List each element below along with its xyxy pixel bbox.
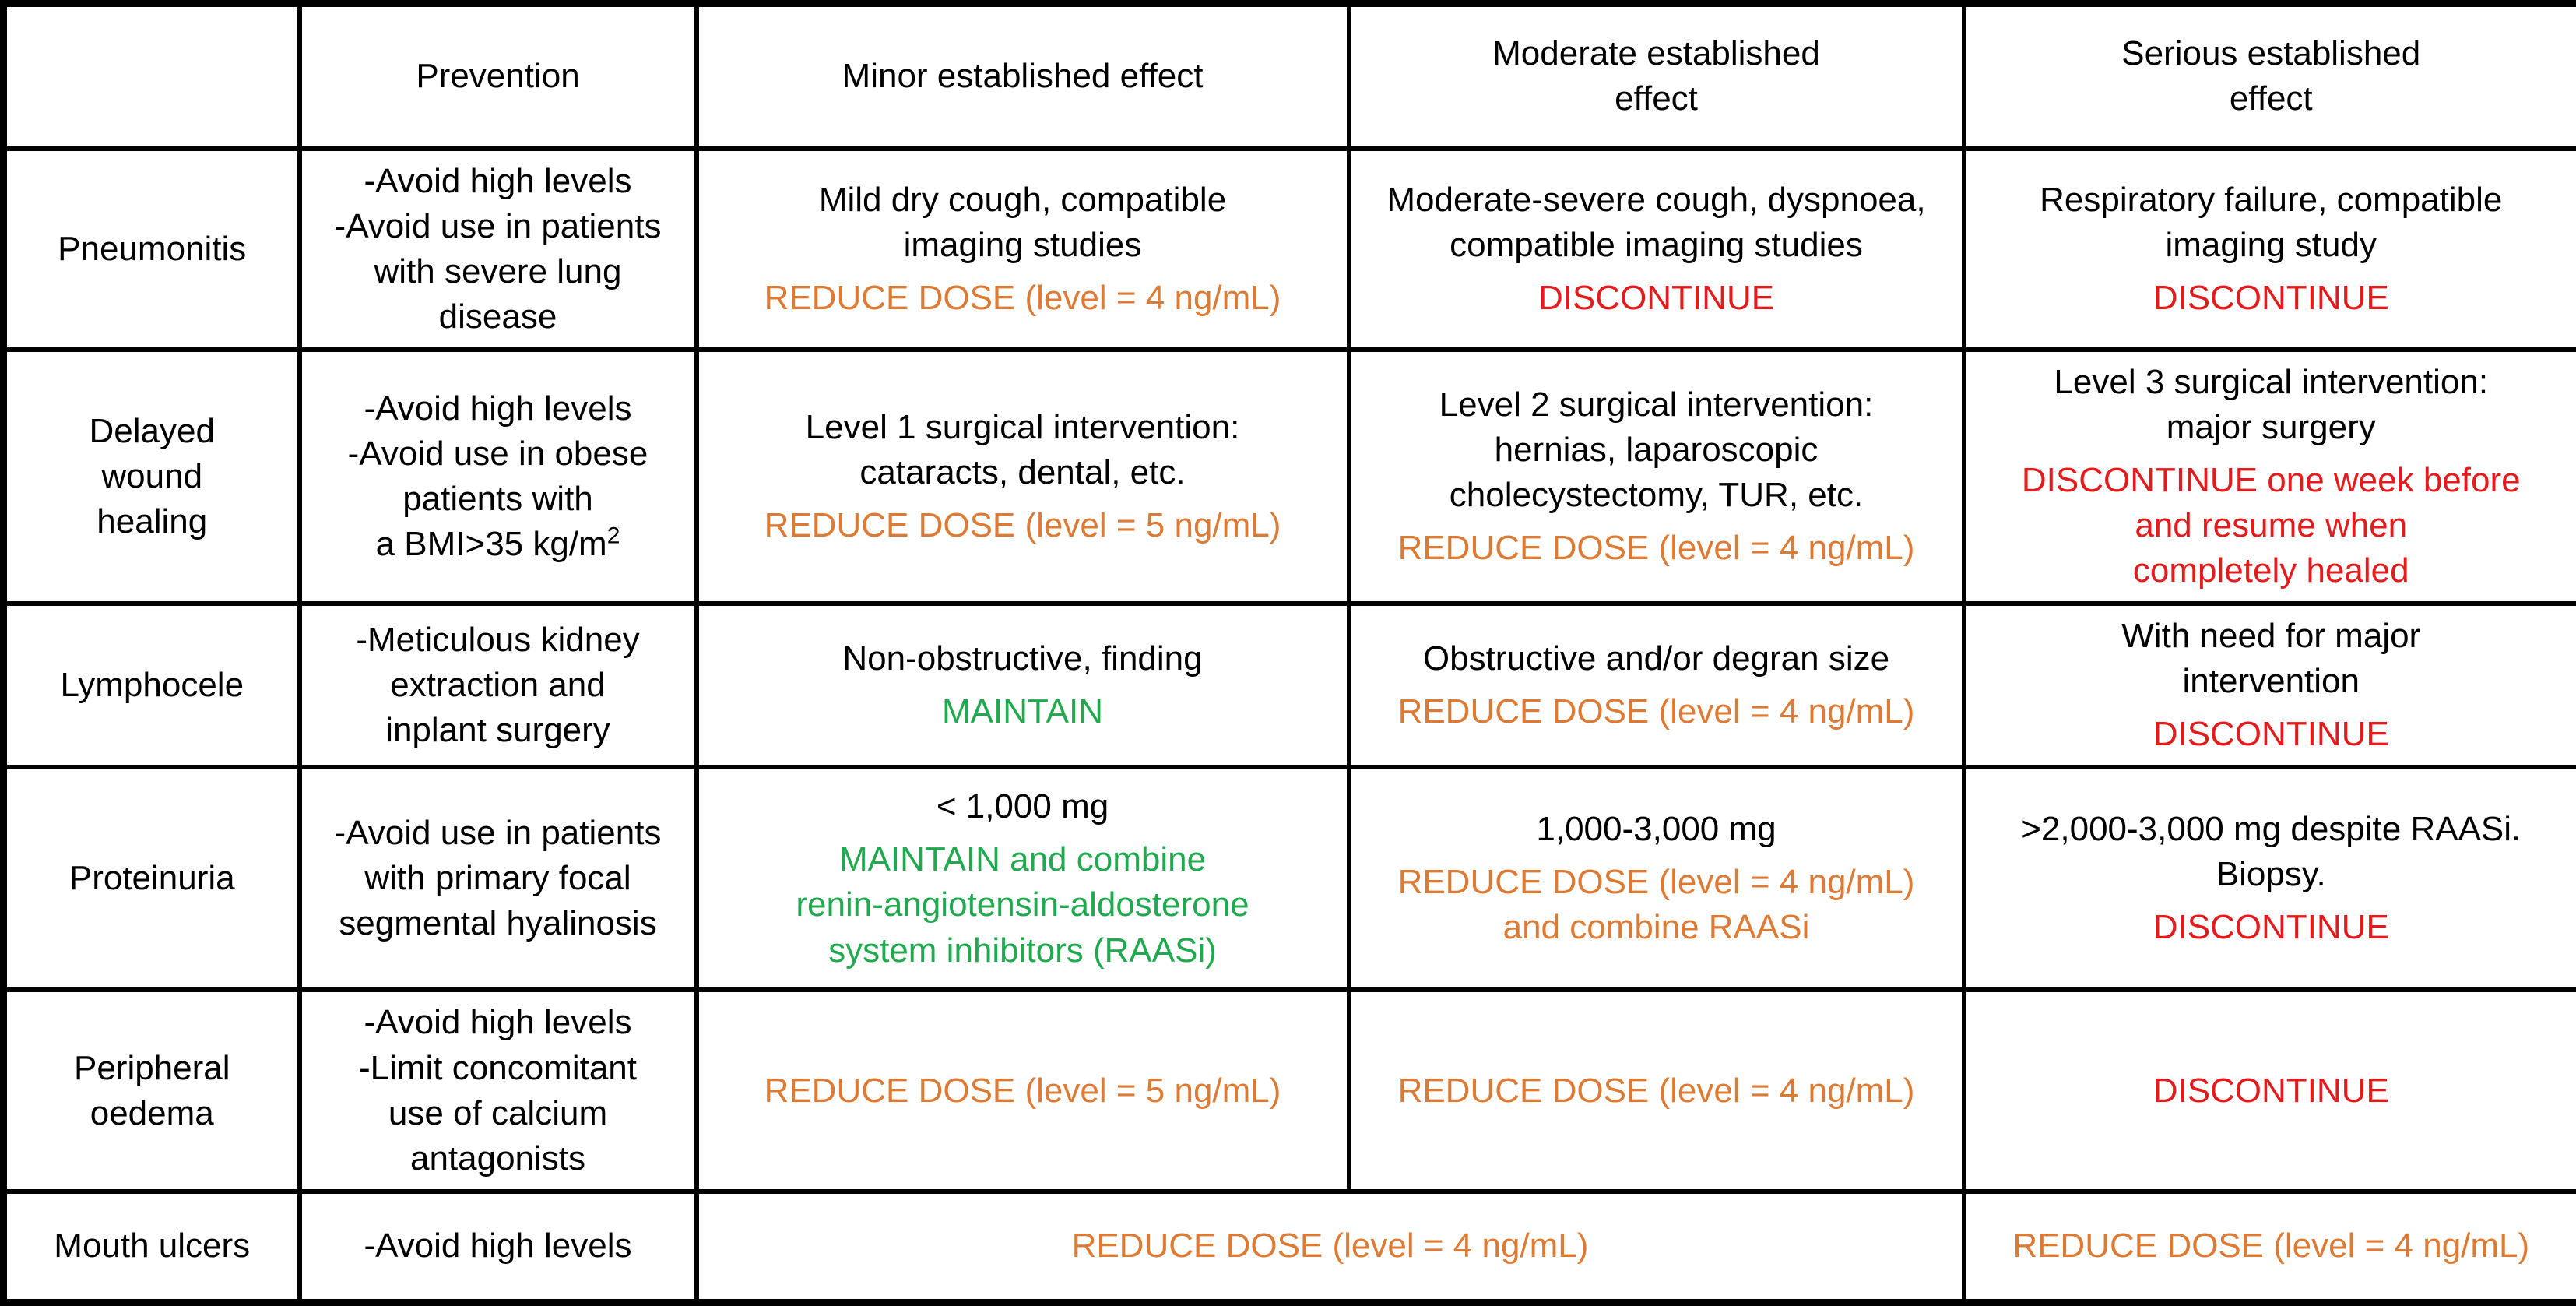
effect-description: Moderate-severe cough, dyspnoea, compati… <box>1365 178 1948 268</box>
row-proteinuria: Proteinuria -Avoid use in patients with … <box>4 767 2576 990</box>
column-header-minor-label: Minor established effect <box>842 57 1204 95</box>
column-header-moderate: Moderate established effect <box>1349 4 1964 149</box>
effect-description: Respiratory failure, compatible imaging … <box>1980 178 2563 268</box>
row-label: Peripheral oedema <box>74 1049 230 1132</box>
action-discontinue: DISCONTINUE one week before and resume w… <box>1980 458 2563 593</box>
prevention-text: -Meticulous kidney extraction and inplan… <box>356 621 639 749</box>
row-peripheral-oedema: Peripheral oedema -Avoid high levels -Li… <box>4 990 2576 1191</box>
row-label: Pneumonitis <box>58 230 246 268</box>
row-mouth-ulcers: Mouth ulcers -Avoid high levels REDUCE D… <box>4 1192 2576 1303</box>
prevention-text: -Avoid high levels -Avoid use in patient… <box>335 162 662 336</box>
proteinuria-minor-cell: < 1,000 mg MAINTAIN and combine renin-an… <box>697 767 1349 990</box>
action-reduce-dose: REDUCE DOSE (level = 5 ng/mL) <box>713 1068 1333 1114</box>
oedema-minor-cell: REDUCE DOSE (level = 5 ng/mL) <box>697 990 1349 1191</box>
oedema-name-cell: Peripheral oedema <box>4 990 300 1191</box>
column-header-serious-label: Serious established effect <box>2121 34 2420 118</box>
prevention-text: -Avoid high levels -Limit concomitant us… <box>359 1003 637 1177</box>
pneumonitis-minor-cell: Mild dry cough, compatible imaging studi… <box>697 149 1349 350</box>
action-discontinue: DISCONTINUE <box>1980 276 2563 321</box>
wound-prevention-cell: -Avoid high levels -Avoid use in obese p… <box>300 350 697 604</box>
action-reduce-dose: REDUCE DOSE (level = 4 ng/mL) <box>713 276 1333 321</box>
row-pneumonitis: Pneumonitis -Avoid high levels -Avoid us… <box>4 149 2576 350</box>
proteinuria-name-cell: Proteinuria <box>4 767 300 990</box>
column-header-minor: Minor established effect <box>697 4 1349 149</box>
effect-description: With need for major intervention <box>1980 614 2563 704</box>
wound-moderate-cell: Level 2 surgical intervention: hernias, … <box>1349 350 1964 604</box>
lymphocele-serious-cell: With need for major intervention DISCONT… <box>1964 604 2576 767</box>
prevention-text: -Avoid high levels <box>364 1227 631 1265</box>
row-label: Delayed wound healing <box>90 412 215 540</box>
mouth-ulcers-serious-cell: REDUCE DOSE (level = 4 ng/mL) <box>1964 1192 2576 1303</box>
oedema-serious-cell: DISCONTINUE <box>1964 990 2576 1191</box>
lymphocele-minor-cell: Non-obstructive, finding MAINTAIN <box>697 604 1349 767</box>
action-maintain: MAINTAIN and combine renin-angiotensin-a… <box>713 837 1333 973</box>
row-lymphocele: Lymphocele -Meticulous kidney extraction… <box>4 604 2576 767</box>
corner-cell <box>4 4 300 149</box>
lymphocele-moderate-cell: Obstructive and/or degran size REDUCE DO… <box>1349 604 1964 767</box>
row-label: Proteinuria <box>69 859 235 897</box>
effect-description: Level 1 surgical intervention: cataracts… <box>713 405 1333 495</box>
column-header-prevention-label: Prevention <box>416 57 579 95</box>
wound-name-cell: Delayed wound healing <box>4 350 300 604</box>
table-page: Prevention Minor established effect Mode… <box>0 0 2576 1262</box>
action-reduce-dose: REDUCE DOSE (level = 4 ng/mL) <box>1365 689 1948 734</box>
action-reduce-dose: REDUCE DOSE (level = 4 ng/mL) and combin… <box>1365 860 1948 950</box>
action-maintain: MAINTAIN <box>713 689 1333 734</box>
pneumonitis-name-cell: Pneumonitis <box>4 149 300 350</box>
column-header-prevention: Prevention <box>300 4 697 149</box>
row-label: Lymphocele <box>60 666 244 704</box>
action-discontinue: DISCONTINUE <box>1980 905 2563 950</box>
effect-description: Non-obstructive, finding <box>713 636 1333 681</box>
effect-description: Level 3 surgical intervention: major sur… <box>1980 360 2563 450</box>
proteinuria-moderate-cell: 1,000-3,000 mg REDUCE DOSE (level = 4 ng… <box>1349 767 1964 990</box>
action-discontinue: DISCONTINUE <box>1365 276 1948 321</box>
pneumonitis-prevention-cell: -Avoid high levels -Avoid use in patient… <box>300 149 697 350</box>
mouth-ulcers-name-cell: Mouth ulcers <box>4 1192 300 1303</box>
effect-description: Obstructive and/or degran size <box>1365 636 1948 681</box>
bmi-superscript: 2 <box>607 523 620 548</box>
column-header-moderate-label: Moderate established effect <box>1492 34 1820 118</box>
row-label: Mouth ulcers <box>54 1227 250 1265</box>
pneumonitis-moderate-cell: Moderate-severe cough, dyspnoea, compati… <box>1349 149 1964 350</box>
lymphocele-name-cell: Lymphocele <box>4 604 300 767</box>
wound-minor-cell: Level 1 surgical intervention: cataracts… <box>697 350 1349 604</box>
mouth-ulcers-minor-moderate-merged-cell: REDUCE DOSE (level = 4 ng/mL) <box>697 1192 1964 1303</box>
prevention-text: -Avoid use in patients with primary foca… <box>335 814 662 942</box>
action-reduce-dose: REDUCE DOSE (level = 5 ng/mL) <box>713 503 1333 548</box>
wound-serious-cell: Level 3 surgical intervention: major sur… <box>1964 350 2576 604</box>
pneumonitis-serious-cell: Respiratory failure, compatible imaging … <box>1964 149 2576 350</box>
effect-description: 1,000-3,000 mg <box>1365 807 1948 852</box>
oedema-prevention-cell: -Avoid high levels -Limit concomitant us… <box>300 990 697 1191</box>
effect-description: Mild dry cough, compatible imaging studi… <box>713 178 1333 268</box>
prevention-text: -Avoid high levels -Avoid use in obese p… <box>348 389 648 563</box>
column-header-serious: Serious established effect <box>1964 4 2576 149</box>
effect-description: >2,000-3,000 mg despite RAASi. Biopsy. <box>1980 807 2563 897</box>
row-delayed-wound-healing: Delayed wound healing -Avoid high levels… <box>4 350 2576 604</box>
lymphocele-prevention-cell: -Meticulous kidney extraction and inplan… <box>300 604 697 767</box>
action-discontinue: DISCONTINUE <box>1980 712 2563 757</box>
proteinuria-serious-cell: >2,000-3,000 mg despite RAASi. Biopsy. D… <box>1964 767 2576 990</box>
oedema-moderate-cell: REDUCE DOSE (level = 4 ng/mL) <box>1349 990 1964 1191</box>
effect-description: < 1,000 mg <box>713 784 1333 829</box>
mouth-ulcers-prevention-cell: -Avoid high levels <box>300 1192 697 1303</box>
proteinuria-prevention-cell: -Avoid use in patients with primary foca… <box>300 767 697 990</box>
header-row: Prevention Minor established effect Mode… <box>4 4 2576 149</box>
action-discontinue: DISCONTINUE <box>1980 1068 2563 1114</box>
action-reduce-dose: REDUCE DOSE (level = 4 ng/mL) <box>1365 526 1948 571</box>
effect-description: Level 2 surgical intervention: hernias, … <box>1365 382 1948 518</box>
action-reduce-dose: REDUCE DOSE (level = 4 ng/mL) <box>1365 1068 1948 1114</box>
